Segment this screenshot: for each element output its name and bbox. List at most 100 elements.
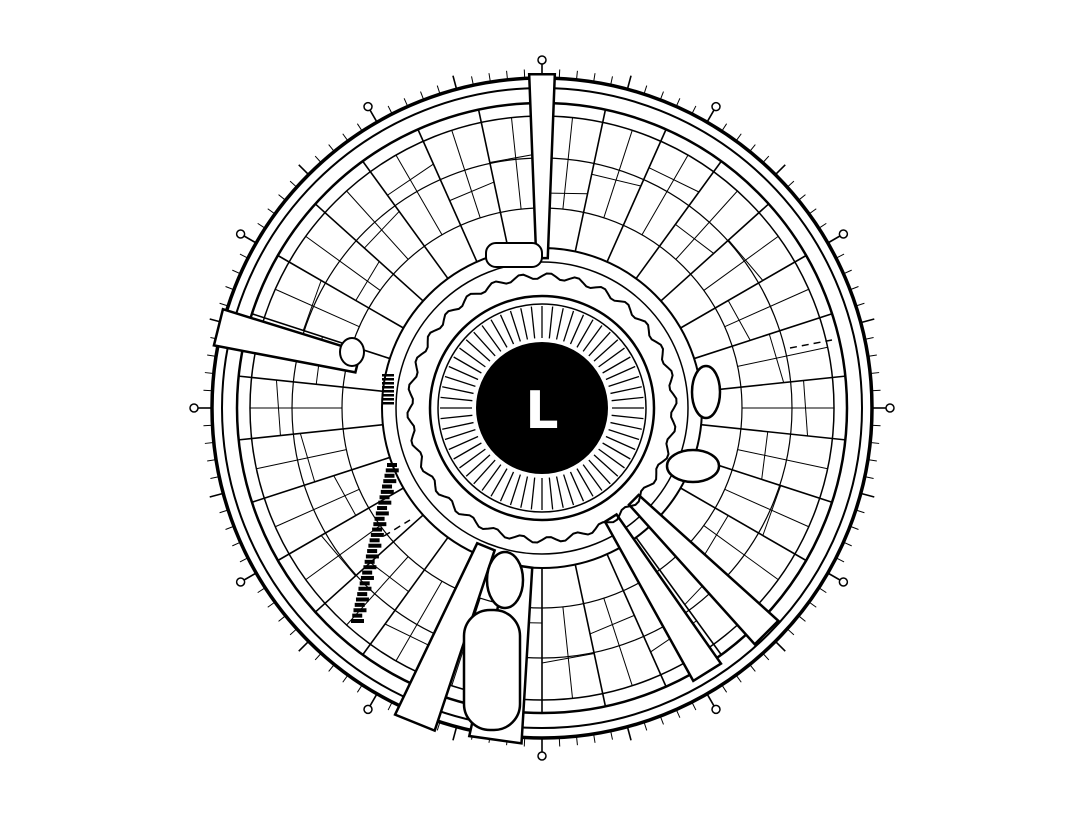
pupil-spoke xyxy=(509,310,521,342)
scale-tick xyxy=(232,541,241,547)
cross-line xyxy=(384,623,436,649)
scale-tick xyxy=(870,372,880,375)
sub-sector-line xyxy=(275,288,360,328)
radial-chain-mark xyxy=(372,527,383,532)
pupil-spoke xyxy=(563,310,575,342)
small-chain-mark xyxy=(382,394,394,397)
iris-details xyxy=(339,242,833,732)
marker-circle-icon xyxy=(711,704,721,715)
sector-line xyxy=(693,312,833,360)
pupil-spoke xyxy=(569,314,585,345)
sector-line xyxy=(680,254,807,329)
radial-chain-mark xyxy=(374,516,385,521)
pupil-spoke xyxy=(465,454,491,477)
scale-tick xyxy=(289,180,298,188)
scale-tick xyxy=(774,640,786,652)
scale-tick xyxy=(691,105,697,115)
sub-sector-line xyxy=(346,556,409,626)
small-chain-mark xyxy=(382,386,394,389)
radial-chain-mark xyxy=(384,473,395,478)
radial-chain-mark xyxy=(375,511,389,516)
scale-tick xyxy=(860,318,875,324)
pupil-spoke xyxy=(490,319,508,348)
sector-line xyxy=(635,160,722,280)
sector-line xyxy=(277,487,404,562)
sector-line xyxy=(635,536,722,656)
radial-chain-mark xyxy=(353,608,367,613)
scale-tick xyxy=(342,133,349,142)
pupil-spoke xyxy=(444,429,476,441)
scale-tick xyxy=(369,693,378,707)
scale-tick xyxy=(243,572,257,581)
scale-tick xyxy=(436,85,441,95)
marker-circle-icon xyxy=(711,101,721,112)
sub-sector-line xyxy=(603,130,633,218)
radial-chain-mark xyxy=(354,602,365,607)
scale-tick xyxy=(659,715,664,725)
sector-line xyxy=(701,423,846,441)
radial-chain-mark xyxy=(373,522,387,527)
pupil-spoke xyxy=(608,429,640,441)
pupil-spoke xyxy=(582,325,603,352)
pupil-spoke xyxy=(602,442,631,460)
scale-tick xyxy=(209,492,224,498)
pupil-spoke xyxy=(448,435,479,451)
pupil-spoke xyxy=(555,476,564,508)
sector-wedge xyxy=(627,493,781,647)
sub-sector-line xyxy=(451,130,481,218)
sector-line xyxy=(680,487,807,562)
pupil-spoke xyxy=(608,375,640,387)
scale-tick xyxy=(843,269,852,275)
scale-tick xyxy=(774,164,786,176)
scale-tick xyxy=(827,235,841,244)
sub-sector-line xyxy=(737,449,828,470)
scale-tick xyxy=(762,652,770,661)
scale-tick xyxy=(835,253,845,259)
cross-line xyxy=(320,535,356,577)
cross-line xyxy=(762,485,782,536)
cross-line xyxy=(275,380,281,436)
radial-chain-mark xyxy=(379,495,390,500)
sector-line xyxy=(477,109,510,252)
pupil-spoke xyxy=(453,356,482,374)
radial-chain-mark xyxy=(360,575,374,580)
pupil-spoke xyxy=(481,325,502,352)
marker-circle-icon xyxy=(537,751,547,761)
pupil-spoke xyxy=(499,471,515,502)
scale-tick xyxy=(721,123,728,132)
small-chain-mark xyxy=(382,402,394,405)
radial-chain-mark xyxy=(365,554,379,559)
radial-chain-mark xyxy=(362,570,373,575)
scale-tick xyxy=(387,105,393,115)
pupil-spoke xyxy=(448,365,479,381)
scale-tick xyxy=(257,587,266,594)
sector-wedge xyxy=(527,72,557,260)
marker-circle-icon xyxy=(363,704,373,715)
cross-line xyxy=(364,211,400,249)
scale-tick xyxy=(369,109,378,123)
sector-line xyxy=(574,109,607,252)
scale-tick xyxy=(225,525,235,530)
scale-tick xyxy=(243,235,257,244)
sub-sector-line xyxy=(305,525,381,581)
scale-tick xyxy=(342,674,349,683)
pupil-spoke xyxy=(563,474,575,506)
lacuna-blob xyxy=(485,242,543,268)
scale-tick xyxy=(356,123,363,132)
radial-chain-mark xyxy=(352,613,363,618)
lacuna-blob xyxy=(690,364,722,420)
sub-sector-line xyxy=(256,449,347,470)
radial-chain-mark xyxy=(363,565,377,570)
sector-line xyxy=(314,203,424,302)
sub-sector-line xyxy=(562,606,574,699)
cross-line xyxy=(302,280,322,331)
scale-tick xyxy=(278,615,286,622)
cross-line xyxy=(299,433,316,482)
scale-tick xyxy=(452,75,458,90)
cross-line xyxy=(355,261,380,301)
scale-tick xyxy=(610,730,613,740)
scale-tick xyxy=(207,459,217,462)
scale-tick xyxy=(204,372,214,375)
sector-wedge xyxy=(603,512,723,683)
pupil-spoke xyxy=(610,421,642,430)
